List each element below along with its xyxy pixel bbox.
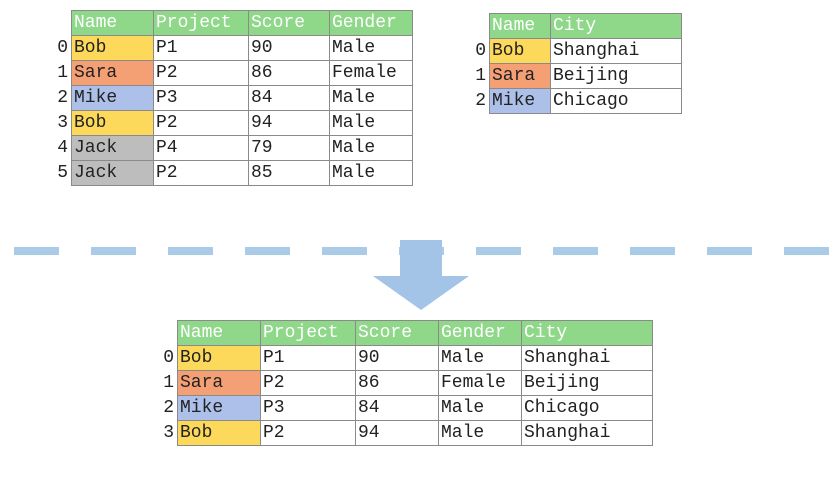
row-index: 2 — [163, 398, 174, 418]
table-cell: 84 — [355, 395, 439, 421]
column-header: Gender — [329, 10, 413, 36]
down-arrow-icon — [373, 240, 469, 310]
column-header: Name — [177, 320, 261, 346]
table-cell: P4 — [153, 135, 249, 161]
row-index: 2 — [475, 91, 486, 111]
row-index: 3 — [163, 423, 174, 443]
row-index: 1 — [163, 373, 174, 393]
column-header: Name — [71, 10, 154, 36]
table-cell: Male — [438, 345, 522, 371]
table-cell: Female — [438, 370, 522, 396]
table-cell: Male — [438, 395, 522, 421]
table-cell: Chicago — [550, 88, 682, 114]
column-header: Score — [355, 320, 439, 346]
table-cell: Male — [438, 420, 522, 446]
index-header — [474, 14, 490, 39]
row-index: 1 — [57, 63, 68, 83]
row-index: 5 — [57, 163, 68, 183]
table-cell: 94 — [355, 420, 439, 446]
table-cell: Beijing — [550, 63, 682, 89]
name-cell: Sara — [71, 60, 154, 86]
column-header: Gender — [438, 320, 522, 346]
table-cell: Shanghai — [521, 345, 653, 371]
table-cell: Beijing — [521, 370, 653, 396]
column-header: Name — [489, 13, 551, 39]
table-cell: 85 — [248, 160, 330, 186]
table-cell: P2 — [260, 370, 356, 396]
table-cell: 84 — [248, 85, 330, 111]
name-cell: Jack — [71, 160, 154, 186]
name-cell: Bob — [177, 420, 261, 446]
row-index: 4 — [57, 138, 68, 158]
column-header: Project — [153, 10, 249, 36]
table-cell: 94 — [248, 110, 330, 136]
table-cell: 79 — [248, 135, 330, 161]
table-cell: P2 — [153, 160, 249, 186]
table-cell: P3 — [153, 85, 249, 111]
name-cell: Bob — [71, 35, 154, 61]
row-index: 0 — [163, 348, 174, 368]
index-header — [162, 321, 178, 346]
table-cell: P2 — [153, 60, 249, 86]
table-cell: Male — [329, 110, 413, 136]
row-index: 3 — [57, 113, 68, 133]
column-header: City — [521, 320, 653, 346]
table-cell: Male — [329, 35, 413, 61]
name-cell: Bob — [177, 345, 261, 371]
table-cell: P2 — [260, 420, 356, 446]
column-header: Score — [248, 10, 330, 36]
row-index: 0 — [57, 38, 68, 58]
column-header: City — [550, 13, 682, 39]
table-cell: Male — [329, 135, 413, 161]
table-cell: P1 — [260, 345, 356, 371]
row-index: 0 — [475, 41, 486, 61]
index-header — [56, 11, 72, 36]
name-cell: Mike — [489, 88, 551, 114]
table-cell: P2 — [153, 110, 249, 136]
row-index: 1 — [475, 66, 486, 86]
table-cell: P3 — [260, 395, 356, 421]
table-cell: Shanghai — [521, 420, 653, 446]
table-cell: 86 — [248, 60, 330, 86]
name-cell: Bob — [489, 38, 551, 64]
name-cell: Jack — [71, 135, 154, 161]
table-cell: Shanghai — [550, 38, 682, 64]
name-cell: Sara — [177, 370, 261, 396]
table-cell: P1 — [153, 35, 249, 61]
name-cell: Sara — [489, 63, 551, 89]
table-cell: 90 — [248, 35, 330, 61]
row-index: 2 — [57, 88, 68, 108]
table-cell: Female — [329, 60, 413, 86]
table-cell: Male — [329, 160, 413, 186]
table-cell: 86 — [355, 370, 439, 396]
name-cell: Mike — [71, 85, 154, 111]
name-cell: Mike — [177, 395, 261, 421]
column-header: Project — [260, 320, 356, 346]
table-cell: 90 — [355, 345, 439, 371]
table-cell: Male — [329, 85, 413, 111]
name-cell: Bob — [71, 110, 154, 136]
table-cell: Chicago — [521, 395, 653, 421]
